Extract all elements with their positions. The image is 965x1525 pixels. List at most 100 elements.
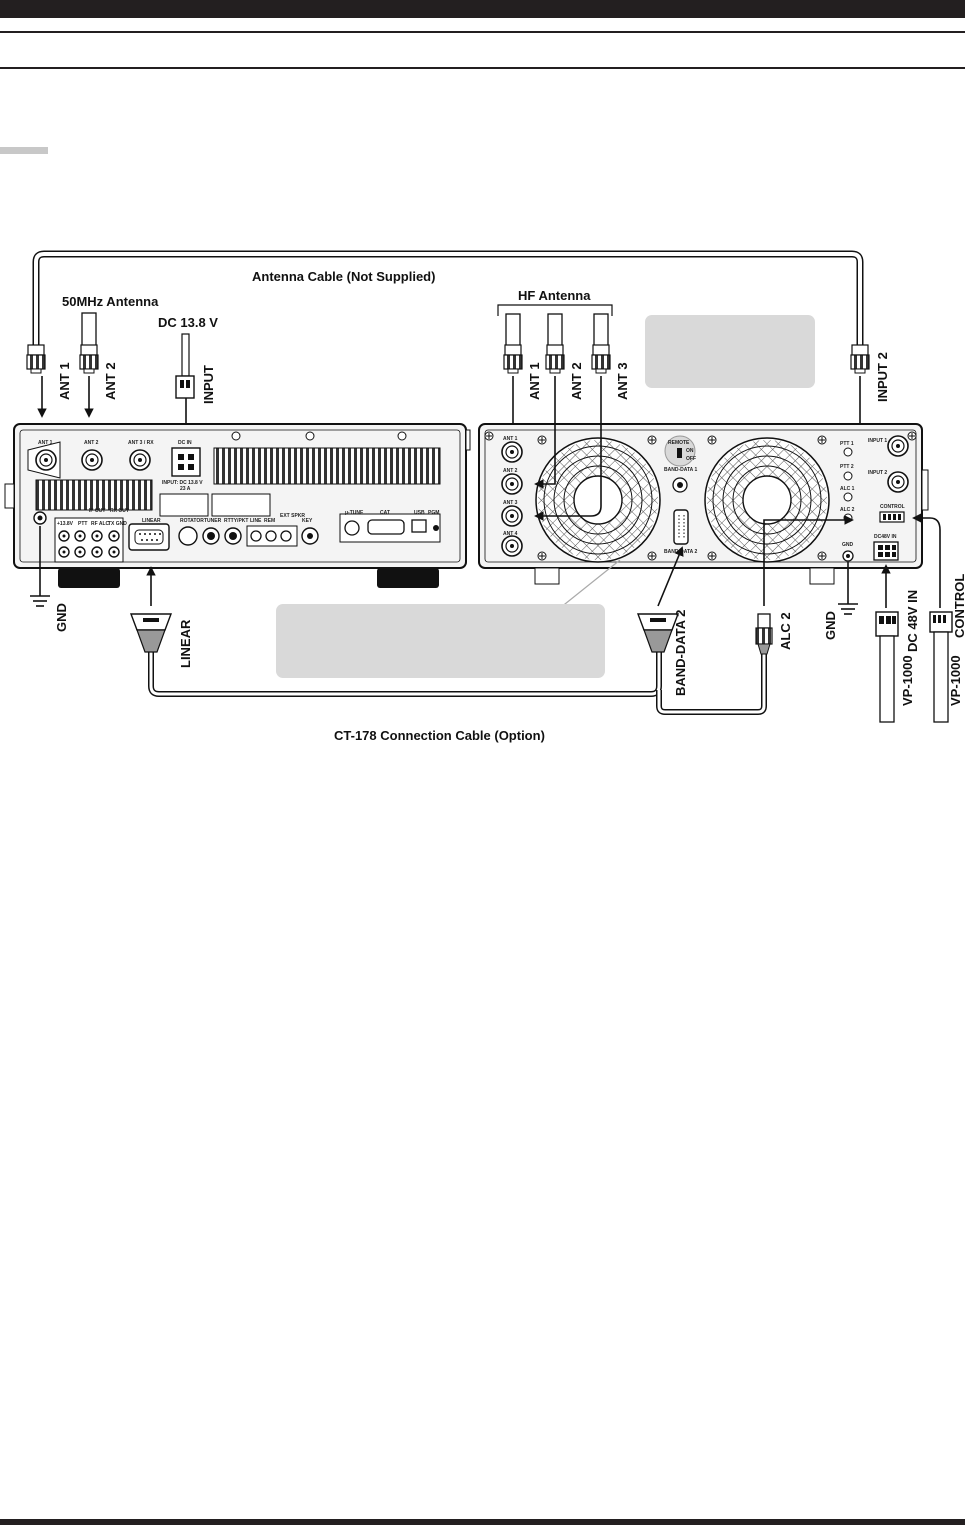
input2-plug [850,344,870,374]
amp-ant3-socket [501,505,523,527]
control-label: CONTROL [952,574,965,638]
usb-label: USB [414,510,425,516]
gnd-left-label: GND [54,603,69,632]
control-socket-label: CONTROL [880,504,905,510]
fan-right [704,437,830,563]
tuner-label: TUNER [204,518,222,524]
ptt2-label: PTT 2 [840,464,854,470]
rf-alc-label: RF ALC [91,521,110,527]
ct178-cable [129,613,773,715]
control-socket [879,511,905,523]
antenna-50mhz-cable [81,312,97,350]
rx-out-label: RX OUT [110,508,129,514]
ant1-left-label: ANT 1 [57,362,72,400]
v138-label: +13.8V [57,521,74,527]
ant2-socket-label: ANT 2 [84,440,99,446]
ant3-right-plug [591,344,611,374]
side-vent [35,479,153,511]
amp-ant2-label: ANT 2 [503,468,518,474]
remote-label: REMOTE [668,440,690,446]
top-vent [213,447,441,485]
band-data2-label: BAND-DATA 2 [673,610,688,696]
rem-label: REM [264,518,275,524]
amplifier-rear-panel: ANT 1 ANT 2 ANT 3 ANT 4 REMOTE ON OFF BA… [478,423,929,585]
input-left-label: INPUT [201,365,216,404]
input2-socket-label: INPUT 2 [868,470,887,476]
alc1-label: ALC 1 [840,486,855,492]
amp-ant2-socket [501,473,523,495]
hf-antenna-label: HF Antenna [518,288,591,303]
usb-socket [411,519,427,533]
amp-ant3-label: ANT 3 [503,500,518,506]
input2-label: INPUT 2 [875,352,890,402]
dc48-label: DC 48V IN [905,590,920,652]
input1-socket [887,435,909,457]
band-data1-label: BAND-DATA 1 [664,467,697,473]
linear-label: LINEAR [178,619,193,668]
gnd-right-label: GND [823,611,838,640]
ant2-right-plug [545,344,565,374]
ct178-label: CT-178 Connection Cable (Option) [334,728,545,743]
cat-label: CAT [380,510,390,516]
vp1000-b-label: VP-1000 [948,655,963,706]
cat-socket [367,519,405,535]
rtty-label: RTTY/PKT [224,518,248,524]
ptt-label: PTT [78,521,87,527]
ant2-left-label: ANT 2 [103,362,118,400]
alc2-socket-label: ALC 2 [840,507,855,513]
header-rule-bottom [0,67,965,69]
input2-socket [887,471,909,493]
ant1-right-label: ANT 1 [527,362,542,400]
dc-plug [175,375,195,399]
ant2-right-label: ANT 2 [569,362,584,400]
mtune-socket [344,520,360,536]
dc-in-label: DC IN [178,440,192,446]
dc48-socket-label: DC48V IN [874,534,897,540]
ant1-socket-label: ANT 1 [38,440,53,446]
dc-in-amp: 23 A [180,486,191,492]
dc-in-rating: INPUT: DC 13.8 V [162,480,203,486]
footer-bar [0,1519,965,1525]
amp-ant4-label: ANT 4 [503,531,518,537]
antenna-50mhz-label: 50MHz Antenna [62,294,159,309]
ant3-right-label: ANT 3 [615,362,630,400]
header-bar [0,0,965,18]
ant3-socket-label: ANT 3 / RX [128,440,154,446]
remote-on-label: ON [686,448,694,454]
ptt1-label: PTT 1 [840,441,854,447]
amp-ant4-socket [501,535,523,557]
vp1000-a-label: VP-1000 [900,655,915,706]
dc48-socket [873,541,899,561]
mtune-label: μ-TUNE [345,510,364,516]
ant1-socket [35,449,57,471]
key-label: KEY [302,518,313,524]
rotator-socket [178,526,198,546]
section-tab-marker [0,147,48,154]
amp-gnd-label: GND [842,542,854,548]
callout-box-bottom [276,604,605,678]
antenna-cable [32,250,864,345]
ant2-left-plug [79,344,99,374]
pgm-label: PGM [428,510,439,516]
vp1000-control-plug [929,611,953,723]
amp-ant1-label: ANT 1 [503,436,518,442]
ext-spkr-label: EXT SPKR [280,513,305,519]
remote-switch [677,448,682,458]
dc138-label: DC 13.8 V [158,315,218,330]
band-data2-socket [673,509,689,545]
dc-in-socket [171,447,201,477]
input1-label: INPUT 1 [868,438,887,444]
ant1-left-plug [26,344,46,374]
remote-off-label: OFF [686,456,696,462]
header-rule-top [0,31,965,33]
callout-box-top [645,315,815,388]
ant2-socket [81,449,103,471]
transceiver-rear-panel: ANT 1 ANT 2 ANT 3 / RX DC IN INPUT: DC 1… [4,423,471,588]
line-label: LINE [250,518,262,524]
if-out-label: IF OUT [89,508,105,514]
tx-gnd-label: TX GND [108,521,127,527]
ant3-socket [129,449,151,471]
amp-ant1-socket [501,441,523,463]
antenna-cable-label: Antenna Cable (Not Supplied) [252,269,435,284]
